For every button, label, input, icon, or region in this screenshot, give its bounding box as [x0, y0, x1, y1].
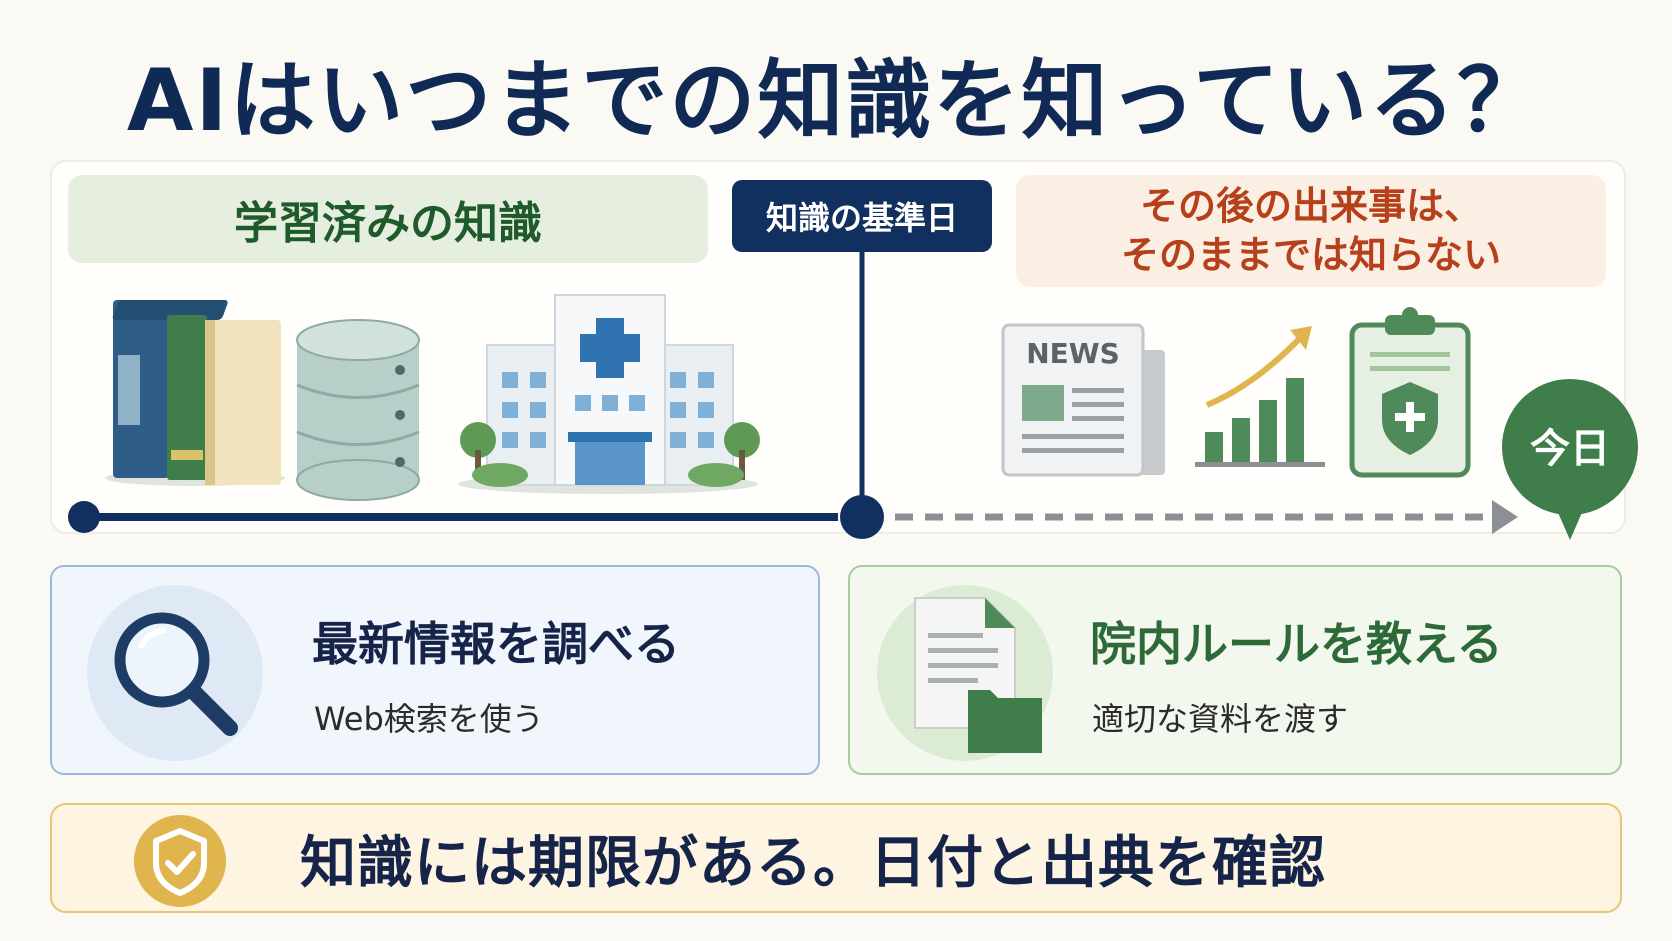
rules-card-title: 院内ルールを教える	[1090, 617, 1503, 671]
clipboard-icon	[1349, 307, 1471, 478]
cutoff-date-tag: 知識の基準日	[732, 180, 992, 252]
database-icon	[296, 319, 420, 501]
books-icon	[105, 300, 285, 486]
timeline-start-dot	[68, 501, 100, 533]
learned-knowledge-label: 学習済みの知識	[68, 175, 708, 263]
magnifier-icon	[87, 585, 263, 761]
page-title: AIはいつまでの知識を知っている？	[126, 51, 1546, 151]
shield-check-icon	[134, 815, 226, 907]
search-card-subtitle: Web検索を使う	[314, 700, 544, 738]
newspaper-icon: NEWS	[1001, 323, 1165, 477]
today-bubble	[1502, 379, 1638, 540]
growth-chart-icon	[1195, 326, 1325, 467]
search-card-title: 最新情報を調べる	[312, 617, 680, 671]
today-label: 今日	[1530, 426, 1610, 472]
hospital-icon	[458, 294, 760, 494]
cutoff-dot	[840, 495, 884, 539]
bottom-message-bar	[50, 803, 1622, 913]
after-cutoff-line2: そのままでは知らない	[1120, 233, 1501, 277]
future-arrow-head	[1492, 500, 1518, 534]
after-cutoff-label: その後の出来事は、 そのままでは知らない	[1016, 175, 1606, 287]
after-cutoff-line1: その後の出来事は、	[1139, 184, 1482, 229]
news-label: NEWS	[1026, 337, 1120, 370]
bottom-message: 知識には期限がある。日付と出典を確認	[300, 830, 1326, 896]
document-folder-icon	[877, 585, 1053, 761]
rules-card-subtitle: 適切な資料を渡す	[1092, 700, 1349, 738]
